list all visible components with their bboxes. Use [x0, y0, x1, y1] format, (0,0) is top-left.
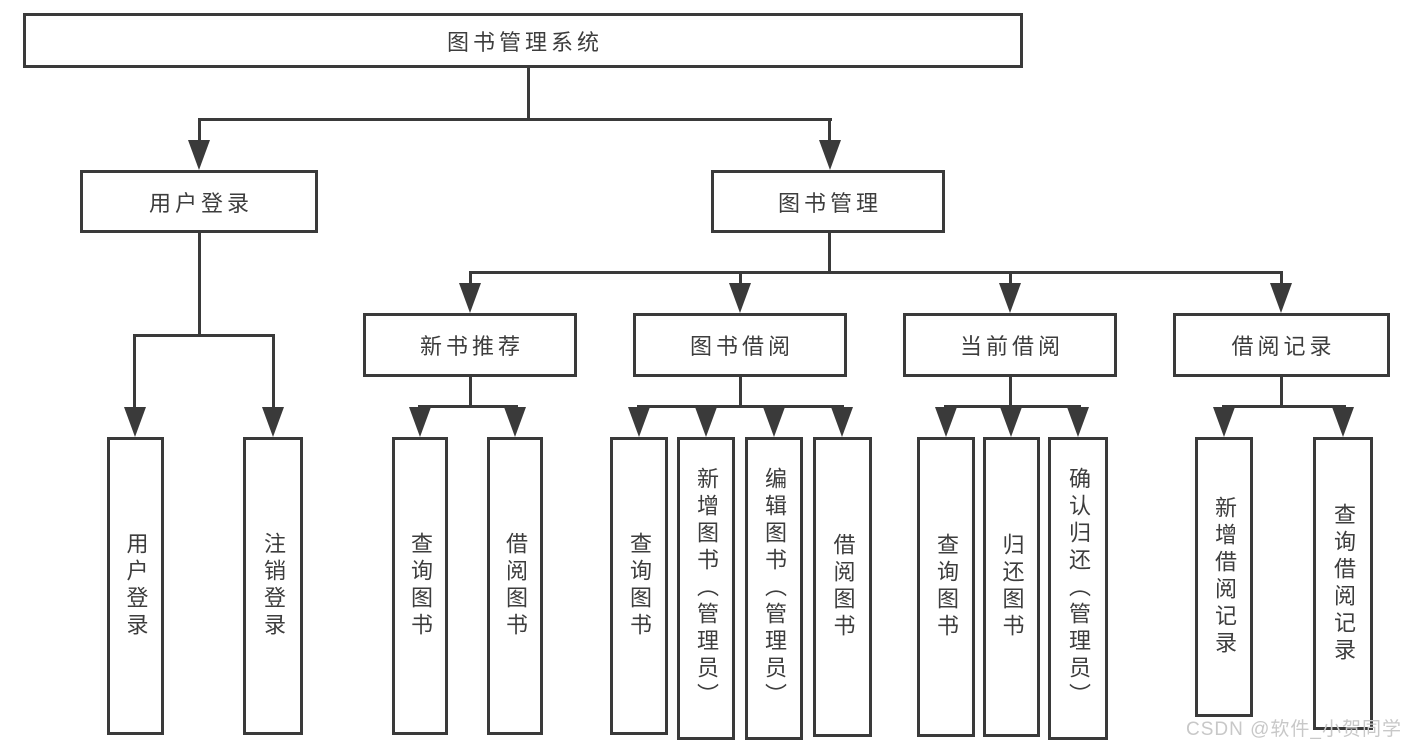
- arrow-down-icon: [188, 140, 210, 170]
- node-book-management-label: 图书管理: [777, 190, 882, 216]
- leaf-label: 查询借阅记录: [1331, 502, 1356, 665]
- node-borrow-record-label: 借阅记录: [1231, 334, 1336, 359]
- leaf-borrow-books: 借阅图书: [813, 437, 872, 737]
- arrow-down-icon: [504, 407, 526, 437]
- arrow-down-icon: [1213, 407, 1235, 437]
- connector-book-mgmt-stem: [828, 233, 831, 274]
- leaf-label: 查询图书: [408, 532, 433, 640]
- leaf-query-books-borrow: 查询图书: [610, 437, 668, 735]
- connector-level2-bus: [198, 118, 832, 121]
- connector-root-stem: [527, 68, 530, 121]
- connector-module-stem: [1009, 377, 1012, 408]
- leaf-label: 查询图书: [627, 532, 652, 640]
- arrow-down-icon: [695, 407, 717, 437]
- connector-book-mgmt-drop: [828, 118, 831, 146]
- leaf-return-books: 归还图书: [983, 437, 1040, 737]
- connector-leaf-bus: [1222, 405, 1346, 408]
- leaf-label: 新增借阅记录: [1212, 496, 1237, 658]
- arrow-down-icon: [1270, 283, 1292, 313]
- node-user-login-label: 用户登录: [148, 190, 253, 216]
- leaf-add-borrow-record: 新增借阅记录: [1195, 437, 1253, 717]
- arrow-down-icon: [935, 407, 957, 437]
- arrow-down-icon: [459, 283, 481, 313]
- connector-module-stem: [469, 377, 472, 408]
- node-new-book-recommend: 新书推荐: [363, 313, 577, 377]
- connector-module-stem: [739, 377, 742, 408]
- arrow-down-icon: [1332, 407, 1354, 437]
- arrow-down-icon: [763, 407, 785, 437]
- leaf-label: 查询图书: [934, 533, 959, 641]
- connector-module-drop: [1280, 271, 1283, 287]
- arrow-down-icon: [729, 283, 751, 313]
- connector-user-login-stem: [198, 233, 201, 337]
- connector-module-drop: [1009, 271, 1012, 287]
- leaf-label: 新增图书（管理员）: [694, 467, 719, 710]
- connector-user-login-drop: [198, 118, 201, 146]
- node-borrow-record: 借阅记录: [1173, 313, 1390, 377]
- connector-module-stem: [1280, 377, 1283, 408]
- connector-leaf-drop: [133, 334, 136, 410]
- leaf-edit-books-admin: 编辑图书（管理员）: [745, 437, 803, 740]
- connector-leaf-drop: [272, 334, 275, 410]
- arrow-down-icon: [124, 407, 146, 437]
- node-current-borrow: 当前借阅: [903, 313, 1117, 377]
- leaf-label: 借阅图书: [503, 532, 528, 640]
- leaf-query-books-current: 查询图书: [917, 437, 975, 737]
- leaf-logout: 注销登录: [243, 437, 303, 735]
- arrow-down-icon: [409, 407, 431, 437]
- connector-user-login-bus: [133, 334, 275, 337]
- arrow-down-icon: [1067, 407, 1089, 437]
- connector-leaf-bus: [637, 405, 844, 408]
- connector-module-drop: [469, 271, 472, 287]
- leaf-query-borrow-record: 查询借阅记录: [1313, 437, 1373, 730]
- leaf-label: 用户登录: [123, 532, 149, 640]
- node-book-management: 图书管理: [711, 170, 945, 233]
- connector-leaf-bus: [418, 405, 518, 408]
- node-current-borrow-label: 当前借阅: [959, 334, 1064, 359]
- leaf-user-login: 用户登录: [107, 437, 164, 735]
- arrow-down-icon: [1000, 407, 1022, 437]
- connector-level3-bus: [469, 271, 1283, 274]
- arrow-down-icon: [262, 407, 284, 437]
- leaf-borrow-books-recommend: 借阅图书: [487, 437, 543, 735]
- leaf-label: 归还图书: [999, 533, 1025, 641]
- node-book-borrow-label: 图书借阅: [689, 334, 794, 359]
- csdn-watermark: CSDN @软件_小贺同学: [1186, 719, 1402, 740]
- node-root-label: 图书管理系统: [446, 29, 603, 55]
- node-user-login: 用户登录: [80, 170, 318, 233]
- arrow-down-icon: [831, 407, 853, 437]
- arrow-down-icon: [999, 283, 1021, 313]
- leaf-label: 注销登录: [261, 532, 286, 640]
- node-root: 图书管理系统: [23, 13, 1023, 68]
- leaf-confirm-return-admin: 确认归还（管理员）: [1048, 437, 1108, 740]
- connector-module-drop: [739, 271, 742, 287]
- leaf-add-books-admin: 新增图书（管理员）: [677, 437, 735, 740]
- leaf-query-books-recommend: 查询图书: [392, 437, 448, 735]
- arrow-down-icon: [819, 140, 841, 170]
- leaf-label: 确认归还（管理员）: [1066, 467, 1091, 710]
- arrow-down-icon: [628, 407, 650, 437]
- node-book-borrow: 图书借阅: [633, 313, 847, 377]
- leaf-label: 借阅图书: [830, 533, 856, 641]
- connector-leaf-bus: [944, 405, 1081, 408]
- leaf-label: 编辑图书（管理员）: [762, 467, 787, 710]
- node-new-book-recommend-label: 新书推荐: [419, 334, 524, 359]
